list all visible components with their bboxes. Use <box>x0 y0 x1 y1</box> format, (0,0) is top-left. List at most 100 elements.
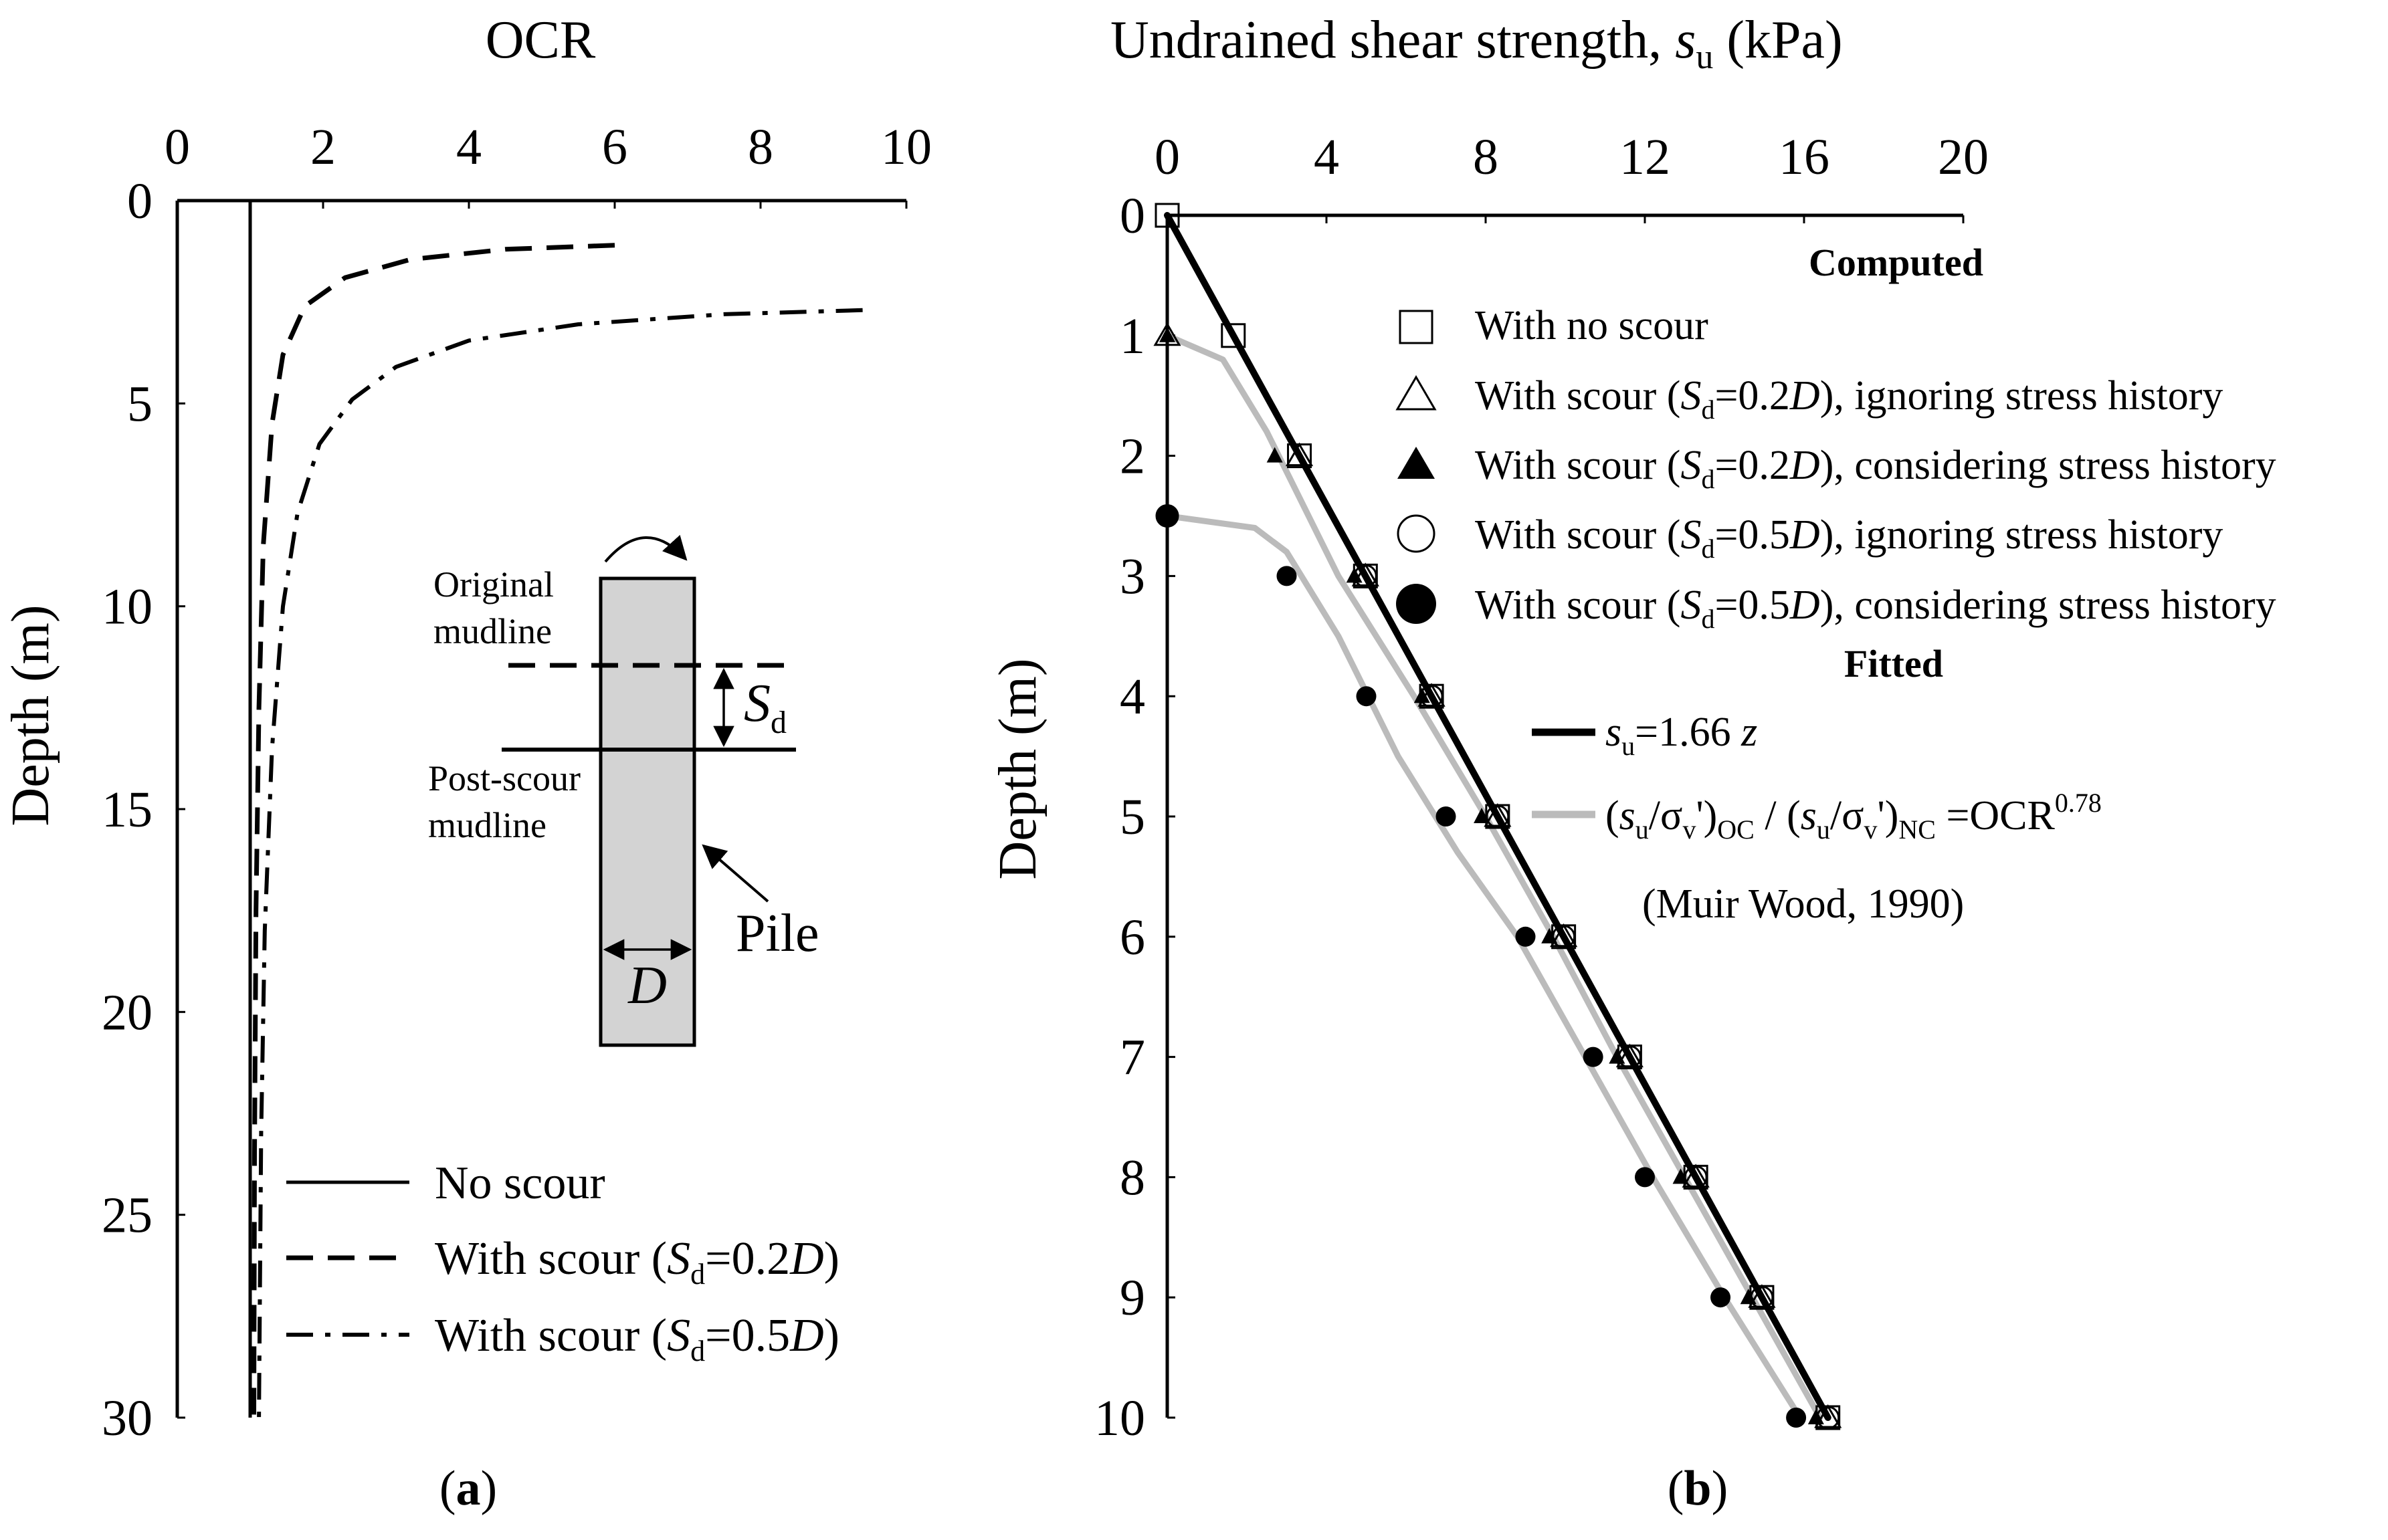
y-tick-label: 25 <box>102 1188 153 1244</box>
legend-label-fit-linear: su=1.66 z <box>1605 709 1757 761</box>
data-point-filled-circle <box>1435 806 1456 827</box>
pile-label: Pile <box>736 904 819 963</box>
original-mudline-label-2: mudline <box>433 611 552 651</box>
legend-label-02d-considering: With scour (Sd=0.2D), considering stress… <box>1475 443 2276 494</box>
x-tick-label: 10 <box>881 119 932 175</box>
data-point-open-triangle <box>1484 803 1512 827</box>
pile-body <box>599 576 696 1047</box>
x-tick-label: 4 <box>456 119 482 175</box>
legend-marker-filled-circle <box>1396 584 1436 624</box>
data-point-open-circle <box>1552 925 1576 949</box>
data-point-open-square <box>1155 203 1180 228</box>
panel-a-label: (a) <box>439 1461 497 1516</box>
legend-label-fit-ocr: (su/σv')OC / (su/σv')NC =OCR0.78 <box>1605 788 2102 845</box>
data-point-filled-triangle <box>1609 1048 1625 1064</box>
legend-fit-reference: (Muir Wood, 1990) <box>1642 881 1964 927</box>
panel-b-series <box>1153 203 1842 1430</box>
legend-heading-computed: Computed <box>1809 241 1983 284</box>
data-point-open-triangle <box>1682 1164 1710 1188</box>
x-tick-label: 4 <box>1314 129 1339 185</box>
y-tick-label: 8 <box>1120 1149 1145 1206</box>
legend-label-02d-ignoring: With scour (Sd=0.2D), ignoring stress hi… <box>1475 373 2223 425</box>
y-tick-label: 4 <box>1120 669 1145 725</box>
legend-label-no-scour-b: With no scour <box>1475 303 1708 348</box>
scour-depth-label: Sd <box>744 674 787 740</box>
legend-marker-open-triangle <box>1395 375 1437 411</box>
data-point-filled-circle <box>1276 566 1297 586</box>
legend-marker-filled-triangle <box>1397 447 1435 479</box>
legend-heading-fitted: Fitted <box>1844 642 1943 685</box>
legend-label-05d-considering: With scour (Sd=0.5D), considering stress… <box>1475 582 2276 634</box>
data-point-filled-triangle <box>1159 326 1175 342</box>
fitted-line-2 <box>1164 513 1803 1421</box>
data-point-open-triangle <box>1615 1043 1644 1068</box>
panel-a-y-axis-label: Depth (m) <box>1 604 60 826</box>
x-tick-label: 12 <box>1619 129 1670 185</box>
data-point-filled-circle <box>1515 926 1536 947</box>
panel-a-y-ticks: 0 5 10 15 20 25 30 <box>102 173 185 1446</box>
y-tick-label: 15 <box>102 782 153 838</box>
post-scour-label-1: Post-scour <box>428 758 581 798</box>
x-tick-label: 0 <box>165 119 190 175</box>
x-tick-label: 8 <box>1473 129 1498 185</box>
data-point-filled-triangle <box>1413 687 1430 703</box>
data-point-open-triangle <box>1814 1404 1842 1428</box>
data-point-open-circle <box>1816 1406 1840 1430</box>
y-tick-label: 6 <box>1120 909 1145 966</box>
legend-marker-open-circle <box>1397 514 1435 553</box>
x-tick-label: 8 <box>748 119 773 175</box>
panel-b-x-ticks: 0 4 8 12 16 20 <box>1155 129 1989 223</box>
data-point-open-circle <box>1155 504 1179 528</box>
data-point-open-square <box>1221 323 1246 348</box>
y-tick-label: 10 <box>102 579 153 635</box>
y-tick-label: 9 <box>1120 1270 1145 1326</box>
y-tick-label: 20 <box>102 984 153 1040</box>
legend-label-05d-ignoring: With scour (Sd=0.5D), ignoring stress hi… <box>1475 512 2223 564</box>
fitted-line-1 <box>1164 332 1823 1421</box>
data-point-open-triangle <box>1748 1284 1776 1308</box>
data-point-filled-circle <box>1710 1287 1731 1308</box>
data-point-filled-circle <box>1635 1167 1655 1188</box>
scour-diagram: Sd Original mudline Post-scour mudline P… <box>428 534 819 1047</box>
data-point-open-triangle <box>1550 923 1578 948</box>
panel-a-title: OCR <box>486 11 596 70</box>
data-point-filled-triangle <box>1266 447 1283 463</box>
y-tick-label: 3 <box>1120 548 1145 604</box>
data-point-open-circle <box>1617 1045 1641 1069</box>
x-tick-label: 20 <box>1938 129 1989 185</box>
legend-label-scour-05d: With scour (Sd=0.5D) <box>435 1310 839 1367</box>
pile-diameter-label: D <box>627 956 667 1015</box>
y-tick-label: 7 <box>1120 1030 1145 1086</box>
data-point-filled-circle <box>1583 1047 1603 1067</box>
panel-b-title: Undrained shear strength, su (kPa) <box>1110 11 1843 76</box>
data-point-filled-triangle <box>1807 1409 1824 1424</box>
y-tick-label: 2 <box>1120 429 1145 485</box>
y-tick-label: 5 <box>1120 789 1145 845</box>
y-tick-label: 30 <box>102 1390 153 1446</box>
data-point-filled-circle <box>1786 1408 1807 1428</box>
post-scour-label-2: mudline <box>428 805 546 845</box>
data-point-open-circle <box>1353 564 1377 588</box>
data-point-filled-circle <box>1157 506 1177 526</box>
data-point-open-circle <box>1486 804 1510 829</box>
y-tick-label: 5 <box>127 376 153 432</box>
moment-arrow-icon <box>604 534 688 563</box>
pile-pointer-arrow <box>702 844 769 903</box>
panel-a-series <box>248 201 863 1418</box>
y-tick-label: 1 <box>1120 308 1145 364</box>
data-point-open-circle <box>1750 1285 1774 1309</box>
x-tick-label: 0 <box>1155 129 1180 185</box>
series-line-dashdot <box>257 308 863 1418</box>
data-point-open-circle <box>1419 684 1444 708</box>
data-point-filled-triangle <box>1474 808 1490 823</box>
y-tick-label: 10 <box>1094 1390 1145 1446</box>
y-tick-label: 0 <box>127 173 153 229</box>
legend-marker-open-square <box>1399 310 1433 344</box>
data-point-filled-circle <box>1356 686 1377 707</box>
original-mudline-label-1: Original <box>433 564 554 604</box>
x-tick-label: 16 <box>1779 129 1829 185</box>
panel-b-legend: Computed With no scour With scour (Sd=0.… <box>1395 241 2276 927</box>
